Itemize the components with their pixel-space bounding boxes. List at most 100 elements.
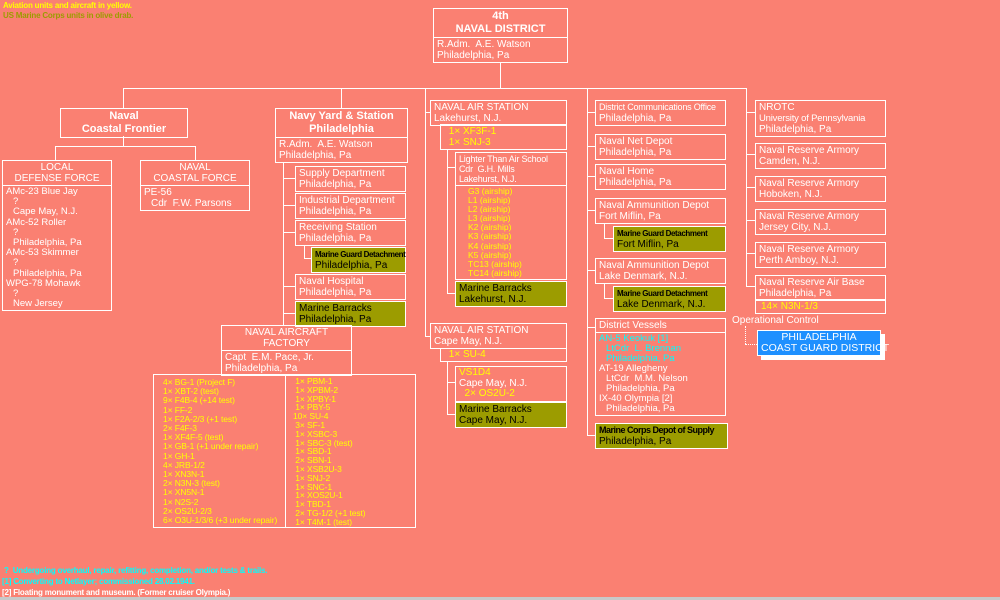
connector-line: [604, 283, 605, 298]
node-naval-coastal-force: NAVAL COASTAL FORCE PE-56 Cdr F.W. Parso…: [140, 160, 250, 211]
connector-line: [304, 245, 305, 258]
node-navy-yard-station: Navy Yard & Station Philadelphia R.Adm. …: [275, 108, 408, 163]
connector-line: [587, 88, 588, 436]
connector-line: [123, 88, 747, 89]
connector-line: [587, 146, 595, 147]
bottom-edge-strip: [0, 597, 1000, 600]
connector-line: [123, 88, 124, 108]
district-location: Philadelphia, Pa: [437, 50, 510, 61]
connector-line: [341, 88, 342, 108]
connector-line: [195, 146, 196, 160]
connector-line: [55, 146, 196, 147]
connector-line: [746, 220, 755, 221]
district-officer: R.Adm. A.E. Watson: [437, 39, 531, 50]
node-lighter-than-air-school: Lighter Than Air School Cdr G.H. Mills L…: [455, 152, 567, 186]
connector-line: [587, 270, 595, 271]
connector-line: [587, 435, 595, 436]
connector-line: [283, 162, 284, 325]
connector-line: [447, 361, 448, 414]
connector-line: [425, 336, 431, 337]
dotted-connector-line: [745, 326, 746, 344]
column-divider: [285, 375, 286, 527]
legend-marines: US Marine Corps units in olive drab.: [3, 11, 134, 20]
node-philadelphia-coast-guard-district: PHILADELPHIA COAST GUARD DISTRICT: [757, 330, 889, 356]
naf-officer: Capt E.M. Pace, Jr.: [225, 352, 314, 363]
connector-line: [425, 88, 426, 337]
connector-line: [447, 382, 455, 383]
connector-line: [604, 238, 613, 239]
footnote-2: [2] Floating monument and museum. (Forme…: [2, 588, 231, 597]
navy-yard-location: Philadelphia, Pa: [279, 150, 352, 161]
node-district-vessels: District Vessels AN-5 Keokuk [1]LtCdr L.…: [595, 318, 726, 416]
connector-line: [746, 253, 755, 254]
connector-line: [55, 146, 56, 160]
connector-line: [587, 210, 595, 211]
dotted-connector-line: [745, 344, 757, 345]
connector-line: [447, 167, 455, 168]
connector-line: [746, 286, 755, 287]
legend-aviation: Aviation units and aircraft in yellow.: [3, 1, 132, 10]
naf-location: Philadelphia, Pa: [225, 363, 298, 374]
connector-line: [283, 313, 295, 314]
district-title: 4th: [492, 10, 509, 22]
connector-line: [283, 178, 295, 179]
connector-line: [500, 62, 501, 88]
connector-line: [447, 149, 448, 294]
connector-line: [587, 176, 595, 177]
node-nas-lakehurst-aircraft: 1× XF3F-1 1× SNJ-3: [440, 124, 567, 150]
node-naf-aircraft-inventory: 4× BG-1 (Project F)1× XBT-2 (test)9× F4B…: [153, 374, 416, 528]
operational-control-label: Operational Control: [732, 315, 819, 326]
footnote-1: [1] Converting to Netlayer; commissioned…: [2, 577, 195, 586]
local-defense-units-list: AMc-23 Blue Jay?Cape May, N.J.AMc-52 Rol…: [3, 185, 111, 310]
node-nas-cape-may-aircraft: 1× SU-4: [440, 348, 567, 362]
connector-line: [746, 187, 755, 188]
navy-yard-officer: R.Adm. A.E. Watson: [279, 139, 373, 150]
connector-line: [587, 112, 595, 113]
connector-line: [123, 136, 124, 146]
node-4th-naval-district: 4th NAVAL DISTRICT R.Adm. A.E. Watson Ph…: [433, 8, 568, 63]
node-reserve-air-base-aircraft: 14× N3N-1/3: [755, 299, 886, 314]
connector-line: [604, 298, 613, 299]
connector-line: [447, 293, 455, 294]
node-squadron-vs1d4: VS1D4 Cape May, N.J. 2× OS2U-2: [455, 366, 567, 402]
connector-line: [587, 327, 595, 328]
coastal-force-officer: Cdr F.W. Parsons: [151, 198, 232, 209]
connector-line: [746, 154, 755, 155]
connector-line: [447, 414, 455, 415]
node-lta-airship-list: G3 (airship)L1 (airship)L2 (airship)L3 (…: [455, 185, 567, 280]
node-naval-coastal-frontier: Naval Coastal Frontier: [60, 108, 188, 138]
naf-aircraft-column-1: 4× BG-1 (Project F)1× XBT-2 (test)9× F4B…: [163, 377, 278, 526]
node-local-defense-force: LOCAL DEFENSE FORCE AMc-23 Blue Jay?Cape…: [2, 160, 112, 312]
connector-line: [283, 286, 295, 287]
node-nrotc: NROTC University of Pennsylvania Philade…: [755, 100, 886, 137]
connector-line: [425, 112, 431, 113]
footnote-overhaul: ? Undergoing overhaul, repair, refitting…: [4, 566, 268, 575]
coastal-force-ship: PE-56: [144, 187, 172, 198]
connector-line: [283, 205, 295, 206]
